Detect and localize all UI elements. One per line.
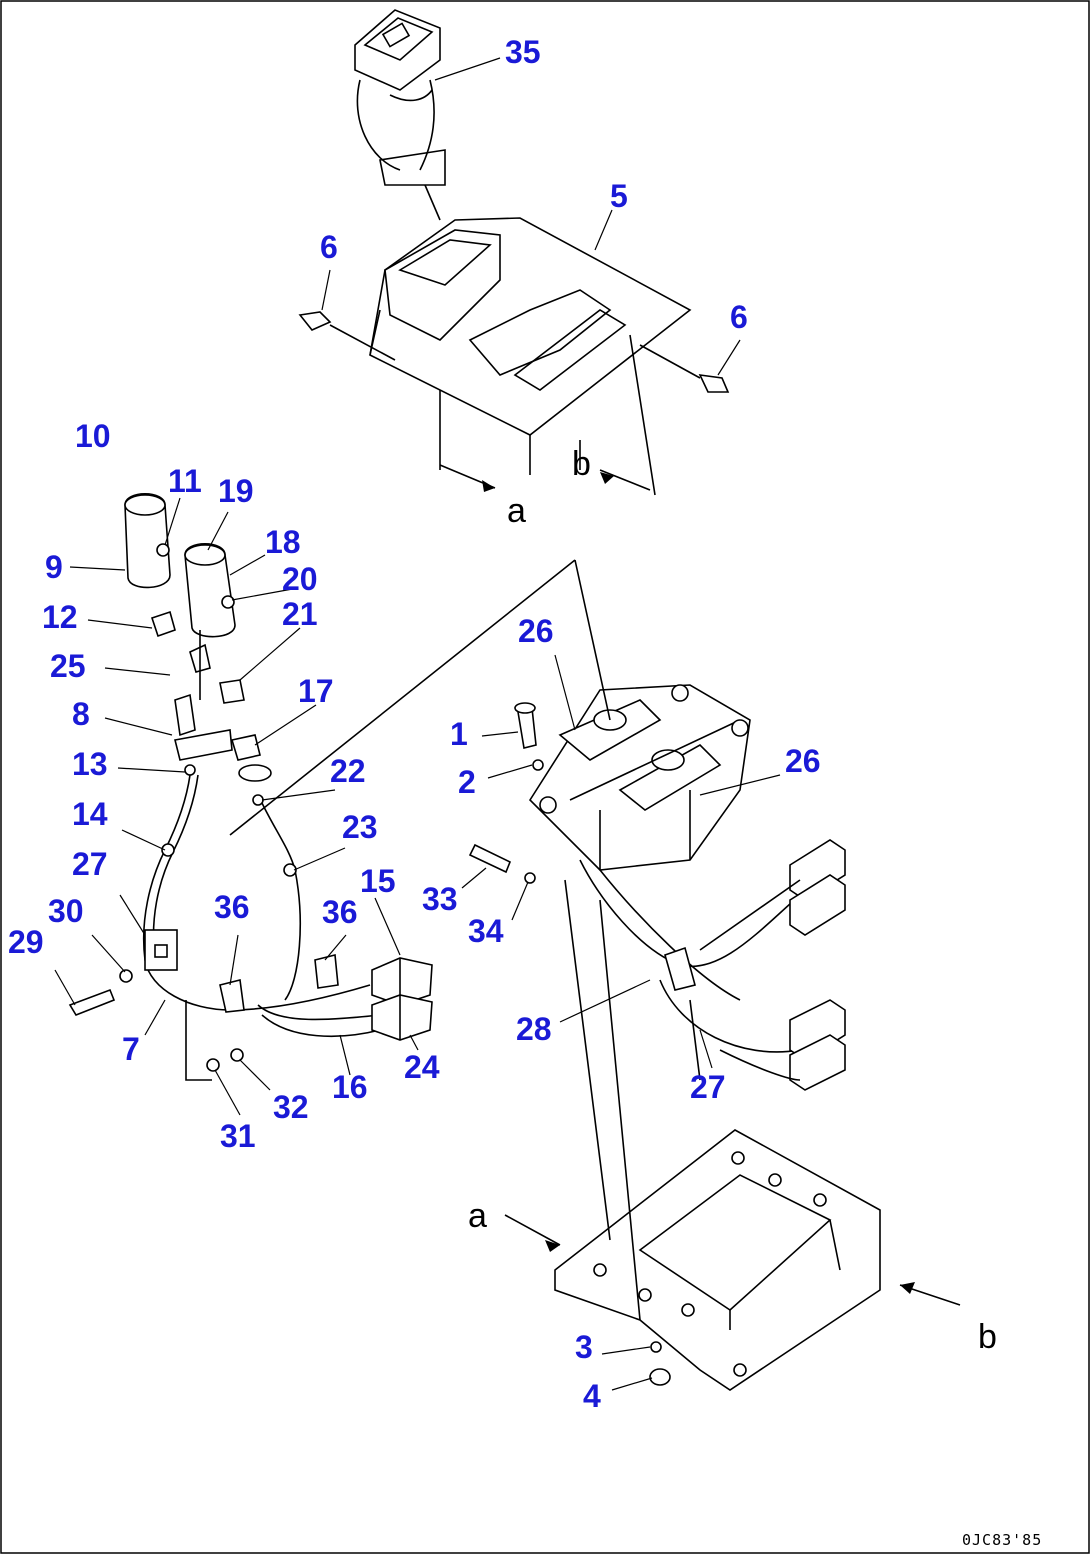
harness-7-16 xyxy=(142,774,381,1038)
callout-12: 12 xyxy=(42,599,78,635)
callout-10: 10 xyxy=(75,418,111,454)
callout-23: 23 xyxy=(342,809,378,845)
bolt-33-washer-34 xyxy=(468,843,536,884)
callout-19: 19 xyxy=(218,473,254,509)
assembly-lines xyxy=(229,559,961,1321)
callout-13: 13 xyxy=(72,746,108,782)
washer-3-nut-4 xyxy=(649,1341,671,1386)
grip-assembly-18-19 xyxy=(184,543,236,638)
valve-26-part xyxy=(528,684,751,1001)
callout-15: 15 xyxy=(360,863,396,899)
callout-32: 32 xyxy=(273,1089,309,1125)
callout-20: 20 xyxy=(282,561,318,597)
callout-29: 29 xyxy=(8,924,44,960)
callout-3: 3 xyxy=(575,1329,593,1365)
view-ref-b-top: b xyxy=(572,445,591,483)
bracket-line-left xyxy=(185,1000,212,1081)
connector-15-24 xyxy=(371,957,433,1041)
callout-24: 24 xyxy=(404,1049,440,1085)
callout-26-right: 26 xyxy=(785,743,821,779)
figure-code: 0JC83'85 xyxy=(962,1531,1042,1549)
screw-6-right-part xyxy=(639,344,730,393)
callout-5: 5 xyxy=(610,178,628,214)
callout-8: 8 xyxy=(72,696,90,732)
callout-16: 16 xyxy=(332,1069,368,1105)
grip-assembly-9-10 xyxy=(124,493,171,589)
callout-4: 4 xyxy=(583,1378,601,1414)
callout-9: 9 xyxy=(45,549,63,585)
callout-26-top: 26 xyxy=(518,613,554,649)
callout-30: 30 xyxy=(48,893,84,929)
callout-6-left: 6 xyxy=(320,229,338,265)
callout-18: 18 xyxy=(265,524,301,560)
bolt-29-part xyxy=(68,969,133,1016)
view-ref-a-top: a xyxy=(507,492,526,530)
callout-1: 1 xyxy=(450,716,468,752)
leader-lines xyxy=(54,57,781,1391)
nuts-31-32 xyxy=(206,1048,244,1072)
callout-17: 17 xyxy=(298,673,334,709)
view-arrows xyxy=(482,472,915,1294)
callout-27-left: 27 xyxy=(72,846,108,882)
callout-14: 14 xyxy=(72,796,108,832)
callout-33: 33 xyxy=(422,881,458,917)
harness-right-27 xyxy=(579,839,846,1091)
callout-21: 21 xyxy=(282,596,318,632)
callout-22: 22 xyxy=(330,753,366,789)
callout-25: 25 xyxy=(50,648,86,684)
cover-5-part xyxy=(369,217,692,496)
callout-31: 31 xyxy=(220,1118,256,1154)
small-fittings-left xyxy=(150,610,272,806)
callout-2: 2 xyxy=(458,764,476,800)
view-ref-a-bottom: a xyxy=(468,1197,487,1235)
callout-7: 7 xyxy=(122,1031,140,1067)
callout-34: 34 xyxy=(468,913,504,949)
screw-6-left-part xyxy=(298,311,396,361)
callout-27-right: 27 xyxy=(690,1069,726,1105)
callout-6-right: 6 xyxy=(730,299,748,335)
switch-35-part xyxy=(354,9,446,221)
bolt-1-washer-2 xyxy=(514,702,544,771)
callout-labels: 35 5 6 6 10 11 19 9 18 20 12 21 25 17 8 … xyxy=(8,34,821,1414)
bracket-base-part xyxy=(554,1129,881,1391)
callout-36-left: 36 xyxy=(214,889,250,925)
callout-11: 11 xyxy=(168,463,202,499)
view-ref-b-bottom: b xyxy=(978,1318,997,1356)
callout-36-right: 36 xyxy=(322,894,358,930)
callout-28: 28 xyxy=(516,1011,552,1047)
callout-35: 35 xyxy=(505,34,541,70)
